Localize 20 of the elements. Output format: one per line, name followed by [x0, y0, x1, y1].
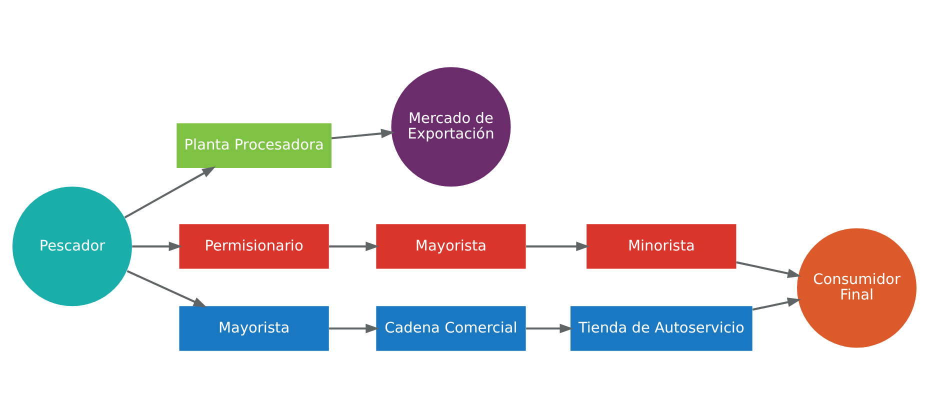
arrow [331, 128, 395, 139]
arrow [526, 241, 590, 251]
node-box: Permisionario [179, 224, 329, 268]
node-circle: Consumidor Final [797, 228, 917, 348]
arrow [526, 323, 574, 333]
node-box: Minorista [586, 224, 736, 268]
arrow [132, 241, 182, 251]
node-box: Planta Procesadora [176, 122, 332, 168]
arrow [329, 241, 380, 251]
node-circle: Mercado de Exportación [391, 66, 511, 186]
node-box: Mayorista [376, 224, 526, 268]
arrow [126, 270, 207, 307]
arrow [124, 166, 216, 218]
arrow [329, 323, 380, 333]
node-circle: Pescador [12, 186, 132, 306]
arrow [736, 260, 802, 278]
arrow [752, 297, 802, 310]
node-box: Mayorista [179, 306, 329, 350]
node-box: Cadena Comercial [376, 306, 526, 350]
node-box: Tienda de Autoservicio [570, 306, 752, 350]
